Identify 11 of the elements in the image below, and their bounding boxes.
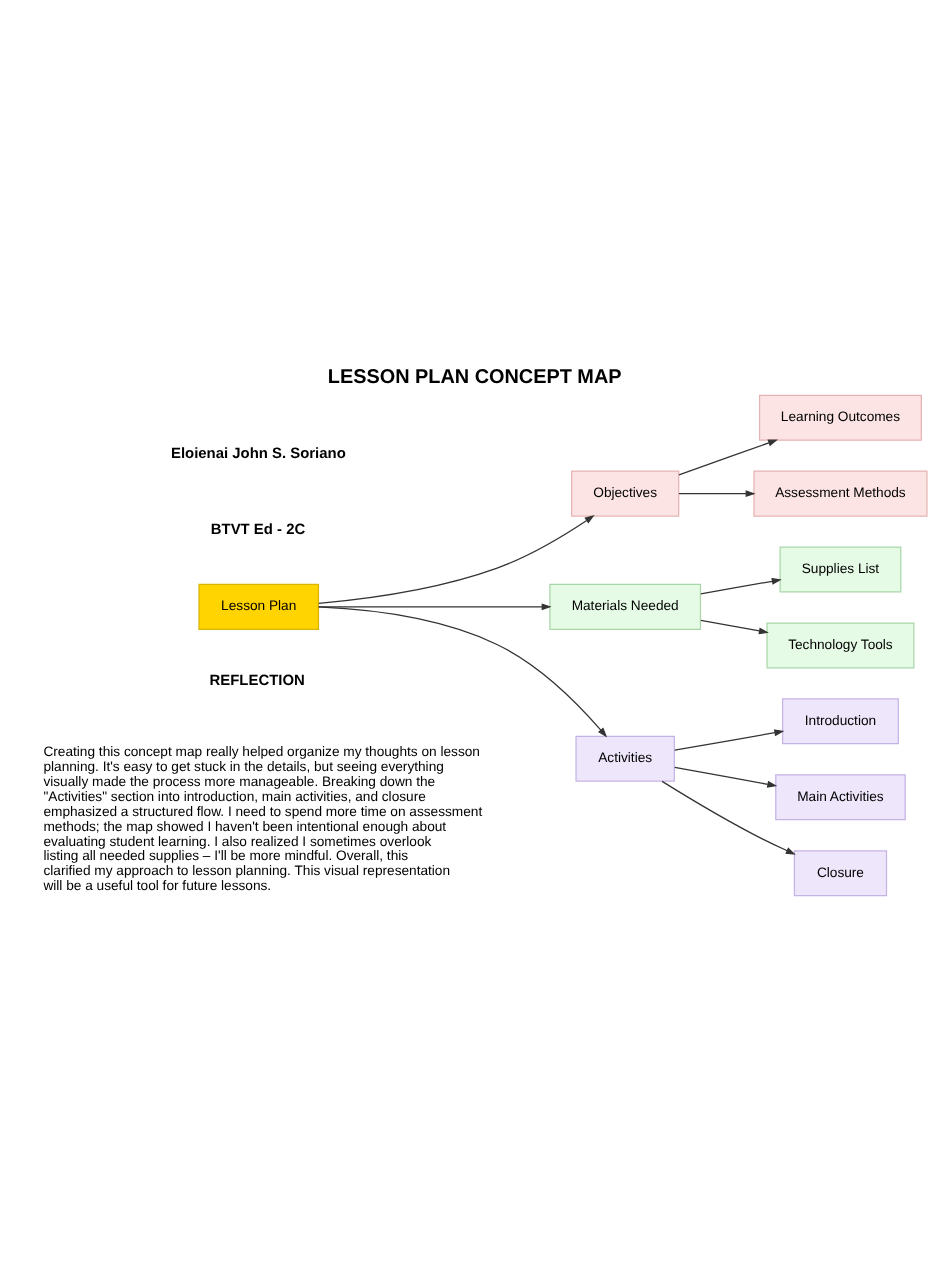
arrow: [700, 618, 769, 634]
arrow: [318, 602, 552, 610]
arrow: [678, 489, 756, 497]
arrow: [700, 576, 782, 594]
arrow: [317, 605, 608, 737]
arrow: [661, 779, 796, 854]
arrow: [674, 728, 785, 750]
arrow: [674, 765, 778, 787]
arrow: [678, 438, 778, 475]
arrow: [318, 514, 595, 603]
diagram-title: LESSON PLAN CONCEPT MAP: [327, 365, 622, 388]
